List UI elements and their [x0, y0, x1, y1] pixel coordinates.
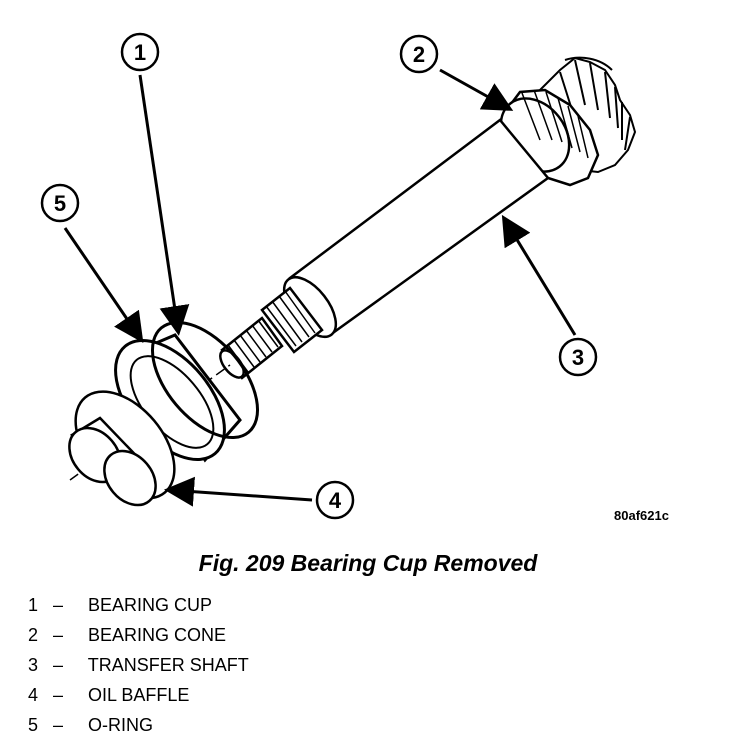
- callout-3: 3: [558, 337, 598, 377]
- svg-text:1: 1: [134, 40, 146, 65]
- oil-baffle: [68, 390, 176, 507]
- legend-item: 3 – TRANSFER SHAFT: [28, 650, 249, 680]
- svg-text:3: 3: [572, 345, 584, 370]
- legend-number: 2: [28, 625, 39, 645]
- legend-dash: –: [53, 625, 64, 645]
- leader-line-1: [138, 74, 190, 336]
- legend-label: TRANSFER SHAFT: [87, 655, 249, 675]
- legend-dash: –: [53, 715, 64, 735]
- legend-label: BEARING CONE: [88, 625, 227, 645]
- leader-line-5: [63, 227, 144, 343]
- image-code: 80af621c: [614, 508, 669, 523]
- legend-item: 4 – OIL BAFFLE: [28, 680, 249, 710]
- legend-item: 5 – O-RING: [28, 710, 249, 740]
- callout-4: 4: [315, 480, 355, 520]
- leader-lines: [63, 68, 577, 507]
- legend-number: 5: [28, 715, 39, 735]
- svg-text:4: 4: [329, 488, 342, 513]
- leader-line-2: [439, 68, 514, 111]
- legend-dash: –: [53, 595, 64, 615]
- legend-label: O-RING: [88, 715, 154, 735]
- legend-dash: –: [53, 655, 64, 675]
- leader-line-3: [501, 214, 577, 336]
- legend-number: 1: [28, 595, 39, 615]
- callout-1: 1: [120, 32, 160, 72]
- legend-dash: –: [53, 685, 64, 705]
- legend-number: 3: [28, 655, 39, 675]
- legend-label: OIL BAFFLE: [88, 685, 190, 705]
- bearing-cup-illustration: 1 2 3 4 5: [40, 32, 637, 520]
- legend-item: 1 – BEARING CUP: [28, 590, 249, 620]
- legend-number: 4: [28, 685, 39, 705]
- transfer-shaft: [219, 118, 550, 380]
- figure-caption: Fig. 209 Bearing Cup Removed: [198, 550, 538, 576]
- leader-line-4: [164, 476, 313, 507]
- legend-list: 1 – BEARING CUP 2 – BEARING CONE 3 – TRA…: [28, 590, 249, 740]
- callouts: 1 2 3 4 5: [40, 32, 598, 520]
- svg-text:5: 5: [54, 191, 66, 216]
- callout-2: 2: [399, 34, 439, 74]
- legend-label: BEARING CUP: [88, 595, 213, 615]
- svg-text:2: 2: [413, 42, 425, 67]
- legend-item: 2 – BEARING CONE: [28, 620, 249, 650]
- callout-5: 5: [40, 183, 80, 223]
